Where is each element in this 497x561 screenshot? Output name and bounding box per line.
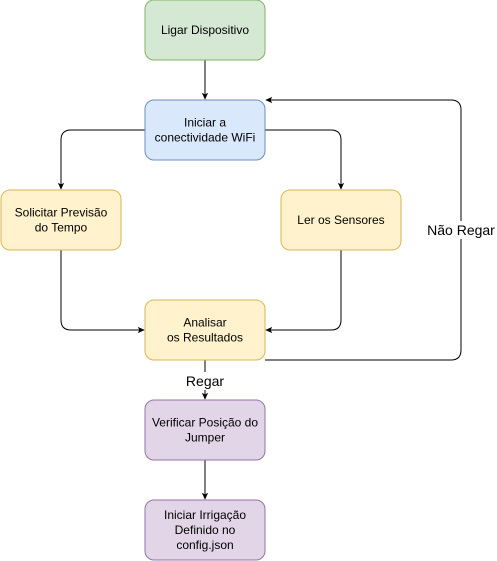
node-label-line: os Resultados <box>167 331 243 345</box>
node-label-line: Iniciar a <box>184 116 226 130</box>
node-label-line: Verificar Posição do <box>152 416 258 430</box>
node-label-line: config.json <box>176 538 233 552</box>
node-ligar-dispositivo: Ligar Dispositivo <box>144 0 266 61</box>
node-label-line: conectividade WiFi <box>155 131 256 145</box>
node-label-line: Ligar Dispositivo <box>161 23 249 37</box>
edge-sensores-to-analisar <box>265 250 342 334</box>
node-label-line: Ler os Sensores <box>297 213 384 227</box>
node-box <box>144 299 266 361</box>
edge-previsao-to-analisar <box>60 250 145 334</box>
node-ler-sensores: Ler os Sensores <box>280 189 402 251</box>
node-label-line: Analisar <box>183 316 226 330</box>
edge-wifi-to-sensores <box>265 129 345 190</box>
node-box <box>0 189 122 251</box>
nao-regar-label: Não Regar <box>427 222 495 238</box>
node-label-line: do Tempo <box>35 221 88 235</box>
node-box <box>144 499 266 561</box>
node-label-line: Definido no <box>175 523 236 537</box>
node-label-line: Solicitar Previsão <box>15 206 108 220</box>
node-box <box>144 399 266 461</box>
regar-label: Regar <box>186 373 224 389</box>
node-label: Ligar Dispositivo <box>161 23 249 37</box>
edge-wifi-to-previsao <box>57 129 145 190</box>
node-label-line: Jumper <box>185 431 225 445</box>
node-label-line: Iniciar Irrigação <box>164 508 246 522</box>
regar-edge-label: Regar <box>182 372 228 390</box>
node-box <box>144 99 266 161</box>
node-box <box>144 0 266 61</box>
node-label: Ler os Sensores <box>297 213 384 227</box>
node-box <box>280 189 402 251</box>
nao-regar-edge-label: Não Regar <box>422 221 497 239</box>
